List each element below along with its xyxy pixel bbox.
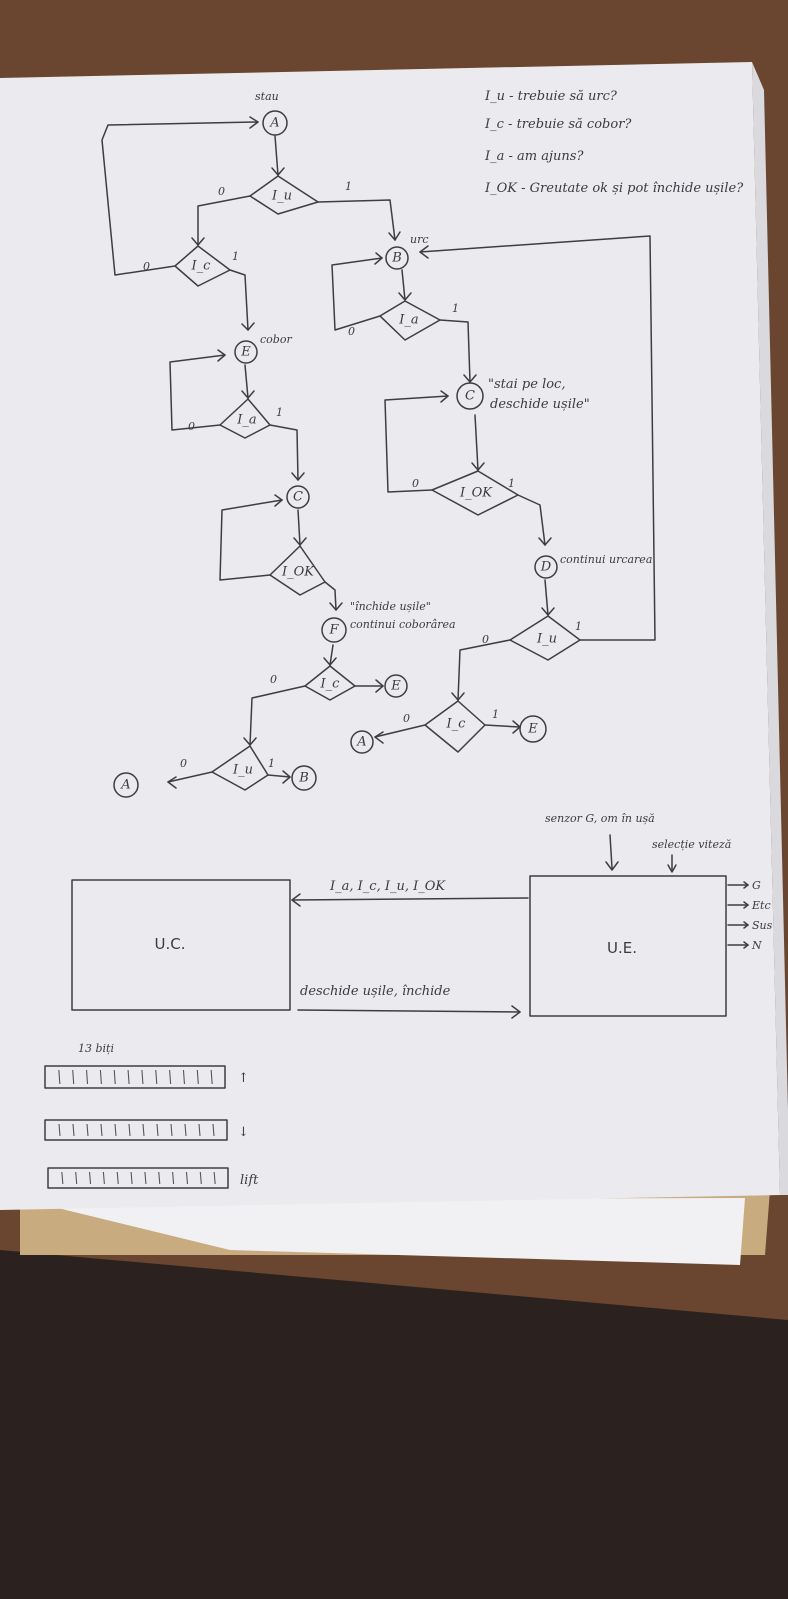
decision-iu-top-label: I_u xyxy=(271,189,292,204)
state-e-right-label: E xyxy=(527,722,538,737)
edge-1-ia-right: 1 xyxy=(452,302,459,315)
label-urc: urc xyxy=(410,233,429,246)
label-continui-urcarea: continui urcarea xyxy=(560,553,652,566)
edge-0-ic-right: 0 xyxy=(403,712,410,725)
edge-1-ia-left: 1 xyxy=(276,406,283,419)
output-g: G xyxy=(752,879,761,892)
edge-1-ic-right: 1 xyxy=(492,708,499,721)
uc-label: U.C. xyxy=(155,935,186,953)
decision-iok-right-label: I_OK xyxy=(459,486,493,501)
state-a-right-label: A xyxy=(356,735,366,750)
decision-iu-right-label: I_u xyxy=(536,632,557,647)
state-f-label: F xyxy=(328,623,339,638)
bits-label: 13 biți xyxy=(78,1042,114,1055)
decision-ic-mid-label: I_c xyxy=(320,677,341,692)
signals-in-label: I_a, I_c, I_u, I_OK xyxy=(329,879,446,894)
state-e-left-label: E xyxy=(240,345,251,360)
edge-0-iu-top: 0 xyxy=(218,185,225,198)
sensor-label: senzor G, om în ușă xyxy=(545,812,655,825)
edge-0-iu-right: 0 xyxy=(482,633,489,646)
decision-ia-left-label: I_a xyxy=(236,413,256,428)
ue-label: U.E. xyxy=(607,939,637,957)
edge-1-iok-right: 1 xyxy=(508,477,515,490)
edge-0-ia-left: 0 xyxy=(188,420,195,433)
state-b-bottom-label: B xyxy=(298,771,309,786)
label-deschide-usile: deschide ușile" xyxy=(490,397,590,412)
edge-1-ic-left: 1 xyxy=(232,250,239,263)
edge-0-ic-mid: 0 xyxy=(270,673,277,686)
state-c-right-label: C xyxy=(465,389,475,404)
edge-1-iu-right: 1 xyxy=(575,620,582,633)
edge-1-iu-bottom: 1 xyxy=(268,757,275,770)
label-continui-coborarea: continui coborârea xyxy=(350,618,456,631)
edge-0-ic-left: 0 xyxy=(143,260,150,273)
edge-0-iu-bottom: 0 xyxy=(180,757,187,770)
decision-ic-left-label: I_c xyxy=(191,259,212,274)
state-c-left-label: C xyxy=(293,490,303,505)
state-d-label: D xyxy=(540,560,552,575)
register-up-label: ↑ xyxy=(238,1071,249,1086)
label-stau: stau xyxy=(255,90,279,103)
decision-iu-bottom-label: I_u xyxy=(232,763,253,778)
label-stai-pe-loc: "stai pe loc, xyxy=(488,377,565,392)
state-a-top-label: A xyxy=(269,116,279,131)
edge-1-iu-top: 1 xyxy=(345,180,352,193)
decision-iok-left-label: I_OK xyxy=(281,565,315,580)
output-sus: Sus xyxy=(752,919,773,932)
note-iok: I_OK - Greutate ok și pot închide ușile? xyxy=(484,181,744,196)
label-cobor: cobor xyxy=(260,333,292,346)
state-e-mid-label: E xyxy=(390,679,401,694)
state-b-main-label: B xyxy=(391,251,402,266)
note-ia: I_a - am ajuns? xyxy=(484,149,584,164)
edge-0-ia-right: 0 xyxy=(348,325,355,338)
speed-label: selecție viteză xyxy=(652,838,731,851)
decision-ia-right-label: I_a xyxy=(398,313,418,328)
commands-out-label: deschide ușile, închide xyxy=(300,984,451,999)
edge-0-iok-right: 0 xyxy=(412,477,419,490)
output-n: N xyxy=(751,939,762,952)
register-down-label: ↓ xyxy=(238,1125,249,1140)
label-inchide-usile: "închide ușile" xyxy=(350,600,431,613)
register-lift-label: lift xyxy=(240,1173,259,1188)
output-etc: Etc xyxy=(751,899,771,912)
state-a-bottom-label: A xyxy=(120,778,130,793)
note-iu: I_u - trebuie să urc? xyxy=(484,89,618,104)
note-ic: I_c - trebuie să cobor? xyxy=(484,117,632,132)
decision-ic-right-label: I_c xyxy=(446,717,467,732)
